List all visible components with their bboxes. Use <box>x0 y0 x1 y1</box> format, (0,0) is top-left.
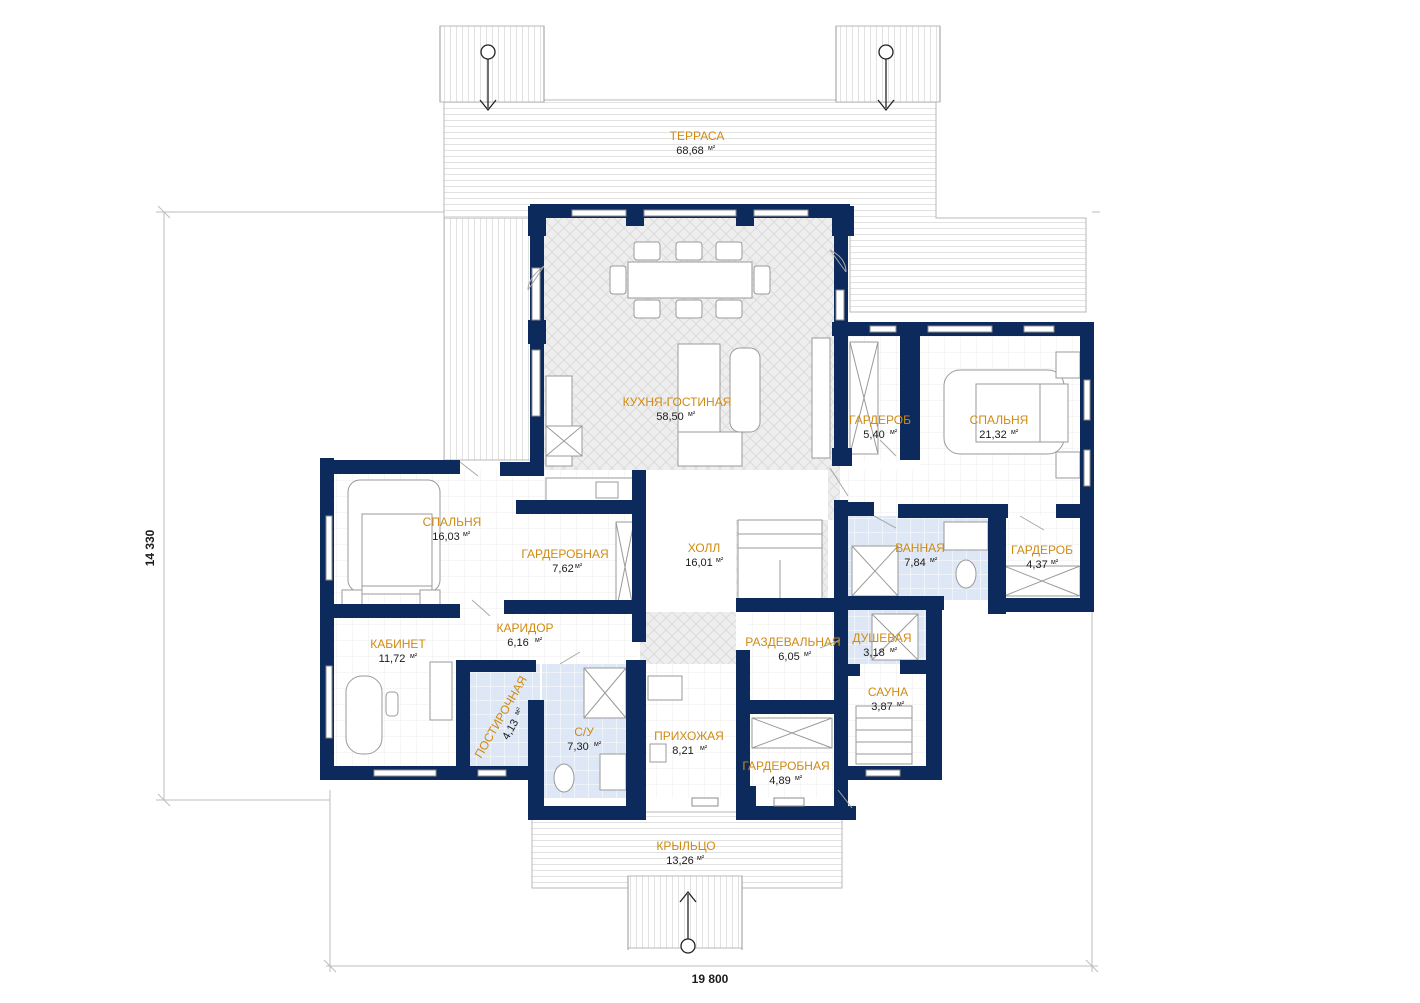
label-hall: ХОЛЛ 16,01 м² <box>685 541 724 569</box>
label-terrace: ТЕРРАСА 68,68 м² <box>670 129 725 157</box>
room-unit: м² <box>410 653 418 660</box>
label-dressing-2: ГАРДЕРОБНАЯ 4,89 м² <box>742 759 829 787</box>
room-name: ХОЛЛ <box>688 541 721 555</box>
room-name: ГАРДЕРОБ <box>849 413 911 427</box>
room-name: ТЕРРАСА <box>670 129 725 143</box>
room-area: 8,21 <box>672 745 693 757</box>
room-area: 16,03 <box>432 531 460 543</box>
room-unit: м² <box>535 637 543 644</box>
room-unit: м² <box>716 557 724 564</box>
room-name: СПАЛЬНЯ <box>970 413 1029 427</box>
furniture <box>341 241 1081 793</box>
room-area: 4,37 <box>1026 559 1047 571</box>
room-unit: м² <box>514 706 524 716</box>
room-name: СПАЛЬНЯ <box>423 515 482 529</box>
label-bedroom-2: СПАЛЬНЯ 16,03 м² <box>423 515 482 543</box>
label-changing: РАЗДЕВАЛЬНАЯ 6,05 м² <box>745 635 840 663</box>
doors <box>459 249 1045 809</box>
label-kitchen: КУХНЯ-ГОСТИНАЯ 58,50 м² <box>623 395 732 423</box>
room-area: 58,50 <box>656 411 684 423</box>
room-area: 11,72 <box>379 653 406 665</box>
room-name: ГАРДЕРОБ <box>1011 543 1073 557</box>
terrace-stair-arrow-right <box>877 44 895 112</box>
label-sauna: САУНА 3,87 м² <box>868 685 908 713</box>
room-name: ДУШЕВАЯ <box>852 631 911 645</box>
room-area: 7,62 <box>552 563 573 575</box>
room-unit: м² <box>575 563 583 570</box>
terrace-deck <box>439 25 1087 461</box>
dimension-lines <box>156 205 1100 973</box>
label-corridor: КАРИДОР 6,16 м² <box>496 621 553 649</box>
room-name: САУНА <box>868 685 908 699</box>
room-name: КУХНЯ-ГОСТИНАЯ <box>623 395 732 409</box>
room-area: 3,87 <box>871 701 892 713</box>
label-shower: ДУШЕВАЯ 3,18 м² <box>852 631 911 659</box>
room-name: ГАРДЕРОБНАЯ <box>742 759 829 773</box>
label-bedroom-1: СПАЛЬНЯ 21,32 м² <box>970 413 1029 441</box>
dimension-width-label: 19 800 <box>692 972 729 986</box>
label-cabinet: КАБИНЕТ 11,72 м² <box>370 637 426 665</box>
room-unit: м² <box>930 557 938 564</box>
label-wardrobe-1: ГАРДЕРОБ 5,40 м² <box>849 413 911 441</box>
room-name: РАЗДЕВАЛЬНАЯ <box>745 635 840 649</box>
room-area: 13,26 <box>666 855 694 867</box>
room-area: 16,01 <box>685 557 713 569</box>
label-bathroom: ВАННАЯ 7,84 м² <box>895 541 945 569</box>
room-unit: м² <box>697 855 705 862</box>
porch-stair-arrow <box>679 890 697 954</box>
room-area: 5,40 <box>863 429 884 441</box>
room-area: 7,30 <box>567 741 588 753</box>
room-unit: м² <box>795 775 803 782</box>
room-name: ГАРДЕРОБНАЯ <box>521 547 608 561</box>
room-unit: м² <box>1051 559 1059 566</box>
label-wardrobe-2: ГАРДЕРОБ 4,37 м² <box>1011 543 1073 571</box>
room-name: ВАННАЯ <box>895 541 945 555</box>
terrace-stair-arrow-left <box>479 44 497 112</box>
room-area: 6,16 <box>507 637 528 649</box>
room-area: 6,05 <box>778 651 799 663</box>
room-area: 3,18 <box>863 647 884 659</box>
label-entry: ПРИХОЖАЯ 8,21 м² <box>654 729 724 757</box>
room-unit: м² <box>463 531 471 538</box>
room-area: 7,84 <box>904 557 925 569</box>
room-name: КРЫЛЬЦО <box>656 839 715 853</box>
room-unit: м² <box>708 145 716 152</box>
room-area: 21,32 <box>979 429 1007 441</box>
room-unit: м² <box>700 745 708 752</box>
room-area: 68,68 <box>676 145 704 157</box>
room-unit: м² <box>1011 429 1019 436</box>
label-dressing-1: ГАРДЕРОБНАЯ 7,62 м² <box>521 547 608 575</box>
room-unit: м² <box>890 429 898 436</box>
room-unit: м² <box>804 651 812 658</box>
room-name: КАРИДОР <box>496 621 553 635</box>
label-porch: КРЫЛЬЦО 13,26 м² <box>656 839 715 867</box>
room-name: С/У <box>574 725 594 739</box>
windows <box>325 209 1091 807</box>
room-area: 4,89 <box>769 775 790 787</box>
room-unit: м² <box>897 701 905 708</box>
room-labels: ТЕРРАСА 68,68 м² КУХНЯ-ГОСТИНАЯ 58,50 м²… <box>370 129 1073 867</box>
room-name: ПРИХОЖАЯ <box>654 729 724 743</box>
room-unit: м² <box>688 411 696 418</box>
label-wc: С/У 7,30 м² <box>567 725 602 753</box>
dimension-height-label: 14 330 <box>143 529 157 566</box>
room-name: КАБИНЕТ <box>370 637 426 651</box>
room-unit: м² <box>594 741 602 748</box>
porch-deck <box>531 811 843 950</box>
room-unit: м² <box>890 647 898 654</box>
